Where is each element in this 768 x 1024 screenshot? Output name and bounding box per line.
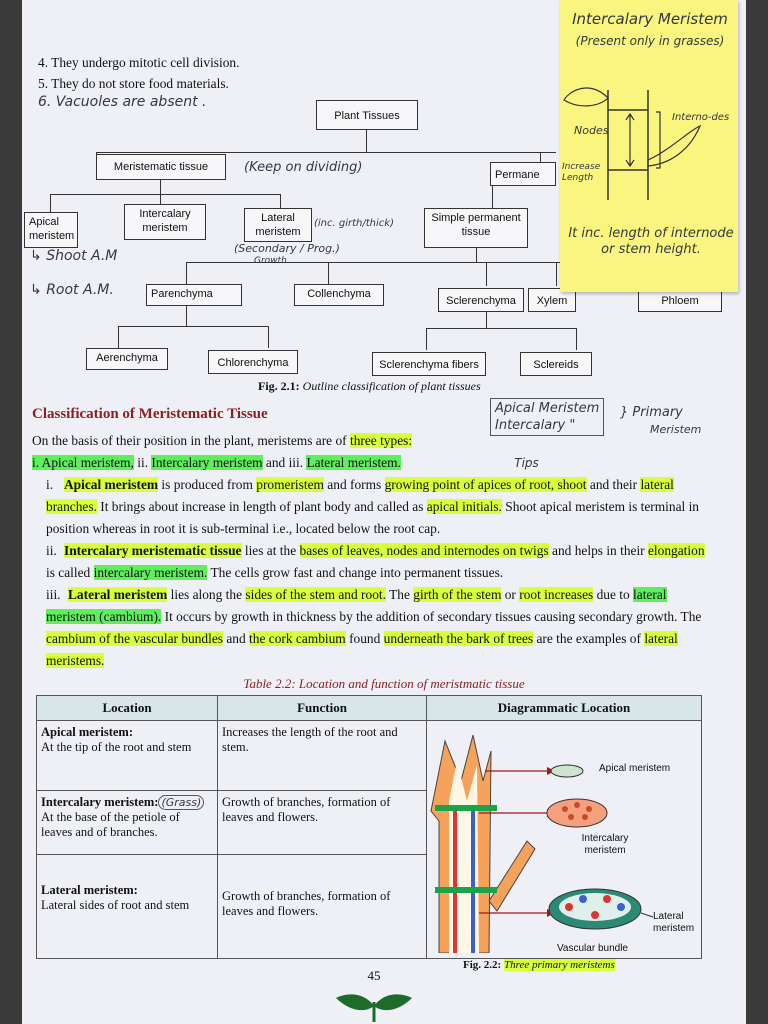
node-sclereids: Sclereids [520, 352, 592, 376]
node-permanent-tissue: Permane [490, 162, 556, 186]
page-footer: 45 [334, 968, 414, 1024]
list-item-5: 5. They do not store food materials. [38, 76, 229, 91]
node-aerenchyma: Aerenchyma [86, 348, 168, 370]
leaf-logo-icon [336, 994, 412, 1022]
node-phloem: Phloem [638, 288, 722, 312]
node-lateral-meristem: Lateral meristem [244, 208, 312, 242]
table-row: Intercalary meristem:(Grass)At the base … [36, 790, 702, 855]
handwritten-note-girth: (inc. girth/thick) [314, 218, 394, 229]
node-parenchyma: Parenchyma [146, 284, 242, 306]
label-vascular-bundle: Vascular bundle [557, 943, 628, 954]
paragraph-intercalary: ii.Intercalary meristematic tissue lies … [46, 543, 705, 580]
handwritten-shoot-am: ↳ Shoot A.M [30, 248, 118, 264]
node-plant-tissues: Plant Tissues [316, 100, 418, 130]
table-cell-diagram: Apical meristem Intercalary meristem Lat… [426, 720, 702, 971]
paragraph-apical: i.Apical meristem is produced from prome… [46, 477, 700, 536]
sticky-title: Intercalary Meristem [572, 10, 728, 28]
paragraph-lateral: iii.Lateral meristem lies along the side… [46, 587, 702, 668]
label-intercalary-meristem: Intercalary meristem [581, 833, 629, 856]
handwritten-note-growth: Growth [254, 256, 287, 266]
label-lateral-meristem: Lateral meristem [653, 911, 695, 934]
figure-caption-2-2: Fig. 2.2: Three primary meristems [463, 959, 615, 971]
label-apical-meristem: Apical meristem [599, 763, 671, 774]
table-cell-function: Increases the length of the root and ste… [217, 720, 427, 791]
node-meristematic-tissue: Meristematic tissue [96, 154, 226, 180]
table-cell-function: Growth of branches, formation of leaves … [217, 790, 427, 855]
handwritten-root-am: ↳ Root A.M. [30, 282, 114, 298]
table-title: Table 2.2: Location and function of meri… [243, 676, 525, 691]
sticky-nodes: Nodes [574, 124, 609, 137]
table-header-diagram: Diagrammatic Location [426, 695, 702, 721]
node-intercalary-meristem: Intercalary meristem [124, 204, 206, 240]
three-meristems-diagram-icon [430, 734, 654, 954]
page-number: 45 [367, 968, 381, 983]
list-item-4: 4. They undergo mitotic cell division. [38, 55, 240, 70]
node-sclerenchyma-fibers: Sclerenchyma fibers [372, 352, 486, 376]
types-line: i. Apical meristem, ii. Intercalary meri… [32, 455, 539, 470]
stem-sketch-icon [563, 87, 702, 200]
node-sclerenchyma: Sclerenchyma [438, 288, 524, 312]
table-row: Lateral meristem:Lateral sides of root a… [36, 854, 702, 959]
table-header-location: Location [36, 695, 218, 721]
table-header-function: Function [217, 695, 427, 721]
handwritten-note-keep-dividing: (Keep on dividing) [244, 160, 363, 175]
node-apical-meristem: Apical meristem [24, 212, 78, 248]
sticky-subtitle: (Present only in grasses) [575, 34, 725, 48]
node-chlorenchyma: Chlorenchyma [208, 350, 298, 374]
section-heading: Classification of Meristematic Tissue [32, 406, 268, 422]
table-cell-location: Intercalary meristem:(Grass)At the base … [36, 790, 218, 855]
sticky-internodes: Interno-des [672, 112, 730, 123]
sticky-increase-length: Increase Length [562, 162, 601, 183]
meristem-table: Location Function Diagrammatic Location … [36, 695, 702, 971]
sticky-note-text: It inc. length of internode or stem heig… [568, 226, 734, 257]
textbook-page: 4. They undergo mitotic cell division. 5… [22, 0, 746, 1024]
table-cell-location: Lateral meristem:Lateral sides of root a… [36, 854, 218, 959]
sticky-note: Intercalary Meristem (Present only in gr… [560, 0, 738, 292]
handwritten-side-note: Apical Meristem Intercalary " [490, 398, 605, 436]
figure-caption-2-1: Fig. 2.1: Outline classification of plan… [258, 379, 481, 393]
node-collenchyma: Collenchyma [294, 284, 384, 306]
node-xylem: Xylem [528, 288, 576, 312]
node-simple-permanent-tissue: Simple permanent tissue [424, 208, 528, 248]
handwritten-note-secondary: (Secondary / Prog.) [234, 242, 340, 255]
handwritten-item-6: 6. Vacuoles are absent . [38, 94, 207, 110]
table-cell-function: Growth of branches, formation of leaves … [217, 854, 427, 959]
table-row: Apical meristem:At the tip of the root a… [36, 720, 702, 971]
table-cell-location: Apical meristem:At the tip of the root a… [36, 720, 218, 791]
intro-paragraph: On the basis of their position in the pl… [32, 433, 413, 448]
